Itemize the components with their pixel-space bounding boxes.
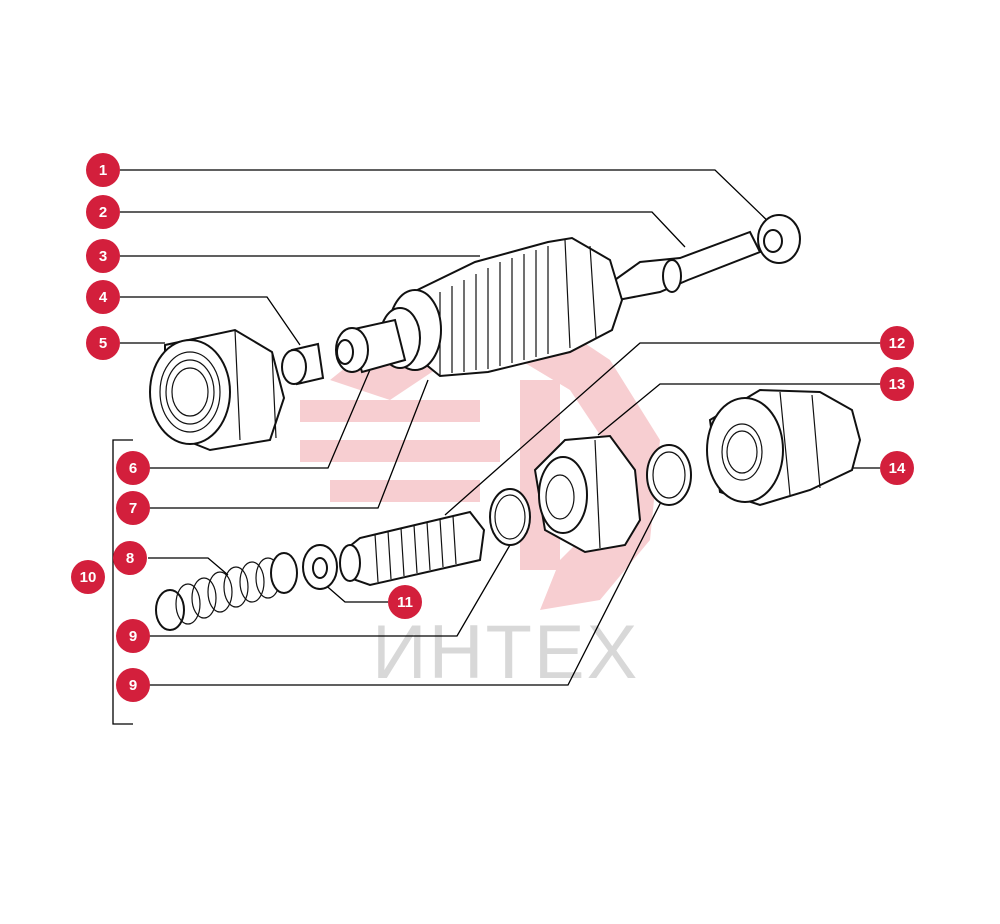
leader-12 — [444, 342, 880, 516]
svg-text:9: 9 — [129, 628, 137, 645]
svg-text:10: 10 — [80, 569, 97, 586]
svg-text:2: 2 — [99, 204, 107, 221]
part-12-threaded-valve — [339, 510, 486, 587]
part-6-tip — [335, 318, 407, 374]
part-8-spring — [155, 552, 298, 631]
watermark-text: ИНТЕХ — [372, 610, 639, 695]
parts — [149, 214, 862, 631]
leader-2 — [120, 211, 686, 248]
part-2-needle — [610, 230, 762, 302]
svg-text:14: 14 — [889, 460, 906, 477]
part-13-hex-nut — [533, 434, 642, 554]
part-4-pin — [281, 342, 325, 386]
callout-1: 1 — [86, 153, 120, 187]
svg-text:9: 9 — [129, 677, 137, 694]
svg-text:8: 8 — [126, 550, 134, 567]
leader-4 — [120, 296, 301, 346]
part-14-cap-nut — [706, 388, 862, 507]
callout-11: 11 — [388, 585, 422, 619]
svg-text:6: 6 — [129, 460, 137, 477]
callout-8: 8 — [113, 541, 147, 575]
part-9-oring-b — [646, 444, 692, 506]
svg-text:5: 5 — [99, 335, 107, 352]
leader-10-bracket — [112, 439, 133, 725]
callout-13: 13 — [880, 367, 914, 401]
part-9-oring-a — [489, 488, 531, 546]
leader-6 — [148, 364, 373, 469]
callout-14: 14 — [880, 451, 914, 485]
gear-logo-icon — [300, 300, 660, 610]
part-11-washer — [302, 544, 338, 590]
part-1-washer — [757, 214, 801, 264]
callout-7: 7 — [116, 491, 150, 525]
leader-13 — [597, 383, 880, 436]
leader-8 — [148, 557, 229, 576]
callout-3: 3 — [86, 239, 120, 273]
part-5-cap-nut — [149, 328, 286, 452]
leader-lines — [112, 169, 880, 725]
svg-text:3: 3 — [99, 248, 107, 265]
svg-text:7: 7 — [129, 500, 137, 517]
leader-11 — [321, 581, 388, 603]
callout-2: 2 — [86, 195, 120, 229]
leader-9a — [148, 544, 511, 637]
leader-1 — [120, 169, 776, 229]
callout-9-a: 9 — [116, 619, 150, 653]
callouts: 1 2 3 4 5 6 7 8 — [71, 153, 914, 702]
callout-10: 10 — [71, 560, 105, 594]
callout-5: 5 — [86, 326, 120, 360]
leader-7 — [148, 379, 429, 509]
watermark: ИНТЕХ — [300, 300, 660, 695]
svg-text:4: 4 — [99, 289, 108, 306]
svg-text:11: 11 — [397, 594, 413, 611]
callout-12: 12 — [880, 326, 914, 360]
leader-9b — [148, 497, 664, 686]
callout-6: 6 — [116, 451, 150, 485]
svg-text:1: 1 — [99, 162, 107, 179]
callout-4: 4 — [86, 280, 120, 314]
callout-9-b: 9 — [116, 668, 150, 702]
svg-text:13: 13 — [889, 376, 906, 393]
svg-text:12: 12 — [889, 335, 906, 352]
